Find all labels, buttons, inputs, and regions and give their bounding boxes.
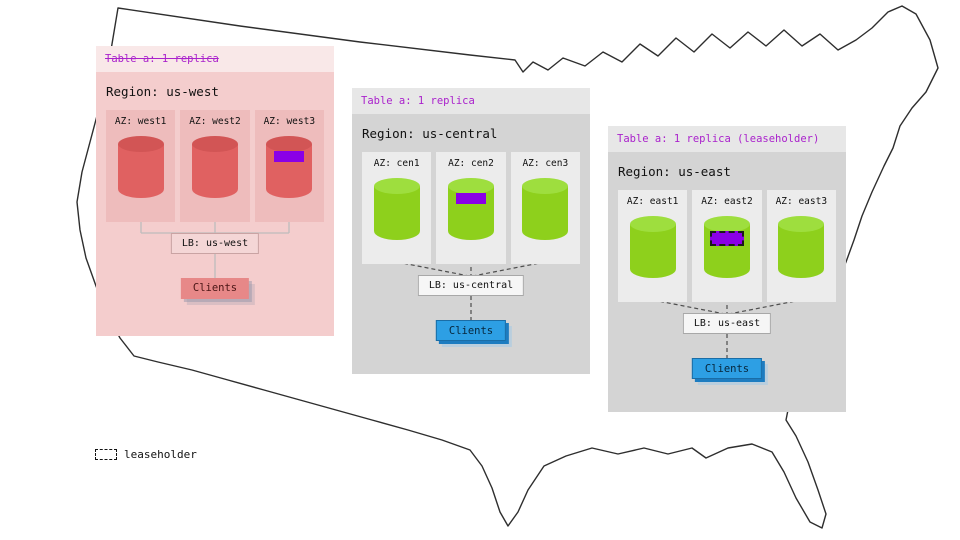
az-label: AZ: west1 — [114, 116, 167, 127]
load-balancer-box: LB: us-west — [170, 233, 260, 254]
cylinder-body — [117, 144, 164, 198]
cylinder-top — [117, 136, 164, 152]
cylinder-body — [373, 186, 420, 240]
cylinder-top — [629, 216, 676, 232]
region-panel-us-west: Table a: 1 replica Region: us-west AZ: w… — [96, 46, 334, 336]
leaseholder-swatch-icon — [95, 449, 117, 460]
region-title: Region: us-east — [618, 164, 731, 179]
az-box: AZ: cen2 — [436, 152, 506, 264]
database-cylinder-icon — [629, 216, 676, 278]
database-cylinder-icon — [447, 178, 494, 240]
az-label: AZ: east2 — [701, 196, 753, 207]
database-cylinder-icon — [191, 136, 238, 198]
az-label: AZ: cen2 — [448, 158, 494, 169]
database-cylinder-icon — [778, 216, 825, 278]
table-replica-label: Table a: 1 replica — [361, 95, 475, 107]
cylinder-top — [447, 178, 494, 194]
database-cylinder-icon — [703, 216, 750, 278]
legend: leaseholder — [95, 448, 197, 461]
database-cylinder-icon — [266, 136, 313, 198]
cylinder-body — [191, 144, 238, 198]
region-title: Region: us-central — [362, 126, 498, 141]
cylinder-top — [266, 136, 313, 152]
az-row: AZ: east1 AZ: east2 AZ: east3 — [618, 190, 836, 302]
database-cylinder-icon — [522, 178, 569, 240]
cylinder-top — [703, 216, 750, 232]
connector-lines — [396, 260, 546, 320]
replica-marker — [455, 193, 486, 204]
cylinder-body — [522, 186, 569, 240]
clients-box: Clients — [691, 358, 763, 379]
az-box: AZ: cen1 — [362, 152, 432, 264]
load-balancer-box: LB: us-east — [682, 313, 772, 334]
connector-lines — [652, 298, 802, 358]
az-box: AZ: east1 — [618, 190, 688, 302]
az-box: AZ: east2 — [692, 190, 762, 302]
az-label: AZ: east1 — [626, 196, 679, 207]
az-row: AZ: cen1 AZ: cen2 AZ: cen3 — [362, 152, 580, 264]
az-label: AZ: cen3 — [522, 158, 569, 169]
cylinder-top — [191, 136, 238, 152]
region-panel-us-east: Table a: 1 replica (leaseholder) Region:… — [608, 126, 846, 412]
load-balancer-box: LB: us-central — [417, 275, 525, 296]
az-box: AZ: west1 — [106, 110, 176, 222]
cylinder-top — [373, 178, 420, 194]
table-replica-label: Table a: 1 replica — [105, 53, 219, 65]
table-replica-header: Table a: 1 replica — [352, 88, 590, 114]
database-cylinder-icon — [117, 136, 164, 198]
cylinder-body — [629, 224, 676, 278]
cylinder-top — [778, 216, 825, 232]
legend-label: leaseholder — [124, 448, 197, 461]
leaseholder-replica-marker — [709, 231, 744, 246]
connector-lines — [140, 222, 290, 278]
az-label: AZ: east3 — [775, 196, 828, 207]
database-cylinder-icon — [373, 178, 420, 240]
cylinder-body — [778, 224, 825, 278]
az-box: AZ: cen3 — [510, 152, 580, 264]
region-panel-us-central: Table a: 1 replica Region: us-central AZ… — [352, 88, 590, 374]
replica-marker — [274, 151, 305, 162]
az-label: AZ: west2 — [189, 116, 241, 127]
table-replica-header: Table a: 1 replica (leaseholder) — [608, 126, 846, 152]
clients-box: Clients — [435, 320, 507, 341]
az-label: AZ: cen1 — [373, 158, 420, 169]
az-row: AZ: west1 AZ: west2 AZ: west3 — [106, 110, 324, 222]
clients-box: Clients — [180, 278, 250, 299]
region-title: Region: us-west — [106, 84, 219, 99]
az-label: AZ: west3 — [263, 116, 316, 127]
az-box: AZ: west3 — [254, 110, 324, 222]
table-replica-label: Table a: 1 replica (leaseholder) — [617, 133, 820, 145]
table-replica-header: Table a: 1 replica — [96, 46, 334, 72]
az-box: AZ: west2 — [180, 110, 250, 222]
cylinder-top — [522, 178, 569, 194]
az-box: AZ: east3 — [766, 190, 836, 302]
